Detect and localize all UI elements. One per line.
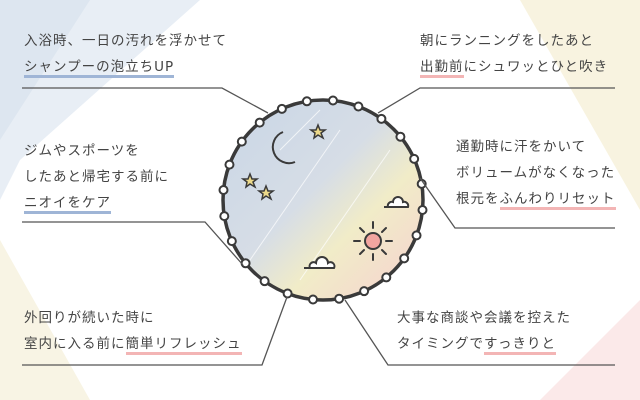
ring-bead: [409, 153, 420, 164]
ring-bead: [376, 113, 387, 124]
ring-bead: [219, 211, 230, 222]
ring-bead: [308, 294, 319, 305]
callout-line: ボリュームがなくなった: [456, 165, 616, 181]
ring-bead: [276, 103, 287, 114]
callout-line: 通勤時に汗をかいて: [456, 139, 587, 155]
callout-suffix: にシュワッとひと吹き: [463, 59, 609, 75]
ring-bead: [226, 236, 237, 247]
callout-prefix: 根元を: [456, 191, 500, 207]
callout-mid-left: ジムやスポーツを したあと帰宅する前に ニオイをケア: [24, 138, 169, 216]
ring-bead: [282, 288, 293, 299]
moon-icon: [271, 131, 296, 165]
callout-top-right: 朝にランニングをしたあと 出勤前にシュワッとひと吹き: [420, 28, 608, 80]
callout-prefix: 室内に入る前に: [24, 336, 126, 352]
callout-prefix: タイミングで: [397, 336, 484, 352]
cloud-icons: [304, 196, 410, 269]
callout-highlight: 出勤前: [420, 59, 464, 78]
callout-highlight: ニオイをケア: [24, 195, 111, 214]
ring-bead: [218, 185, 229, 196]
leader-lines: [22, 87, 615, 366]
ring-bead: [301, 96, 312, 107]
star-icons: [240, 122, 328, 201]
callout-highlight: すっきりと: [484, 336, 556, 355]
callout-top-left: 入浴時、一日の汚れを浮かせて シャンプーの泡立ちUP: [24, 28, 227, 80]
ring-bead: [327, 95, 338, 106]
callout-line: ジムやスポーツを: [24, 143, 140, 159]
callout-highlight: ふんわりリセット: [499, 191, 616, 210]
callout-highlight: 簡単リフレッシュ: [125, 336, 242, 355]
callout-line: 大事な商談や会議を控えた: [397, 310, 571, 326]
callout-line: したあと帰宅する前に: [24, 169, 169, 185]
callout-line: 朝にランニングをしたあと: [420, 33, 594, 49]
ring-bead: [353, 101, 364, 112]
ring-bead: [259, 276, 270, 287]
sun-icon: [353, 221, 393, 261]
callout-bottom-right: 大事な商談や会議を控えた タイミングですっきりと: [397, 305, 571, 357]
ring-bead: [359, 286, 370, 297]
callout-line: 外回りが続いた時に: [24, 310, 155, 326]
callout-bottom-left: 外回りが続いた時に 室内に入る前に簡単リフレッシュ: [24, 305, 242, 357]
ring-bead: [395, 131, 406, 142]
ring-bead: [334, 293, 345, 304]
ring-bead: [399, 253, 410, 264]
ring-bead: [224, 159, 235, 170]
ring-bead: [411, 230, 422, 241]
ring-bead: [254, 117, 265, 128]
callout-mid-right: 通勤時に汗をかいて ボリュームがなくなった 根元をふんわりリセット: [456, 134, 616, 212]
ring-bead: [417, 204, 428, 215]
ring-bead: [240, 258, 251, 269]
ring-bead: [381, 272, 392, 283]
callout-line: 入浴時、一日の汚れを浮かせて: [24, 33, 227, 49]
callout-highlight: シャンプーの泡立ちUP: [24, 59, 175, 78]
ring-bead: [236, 136, 247, 147]
